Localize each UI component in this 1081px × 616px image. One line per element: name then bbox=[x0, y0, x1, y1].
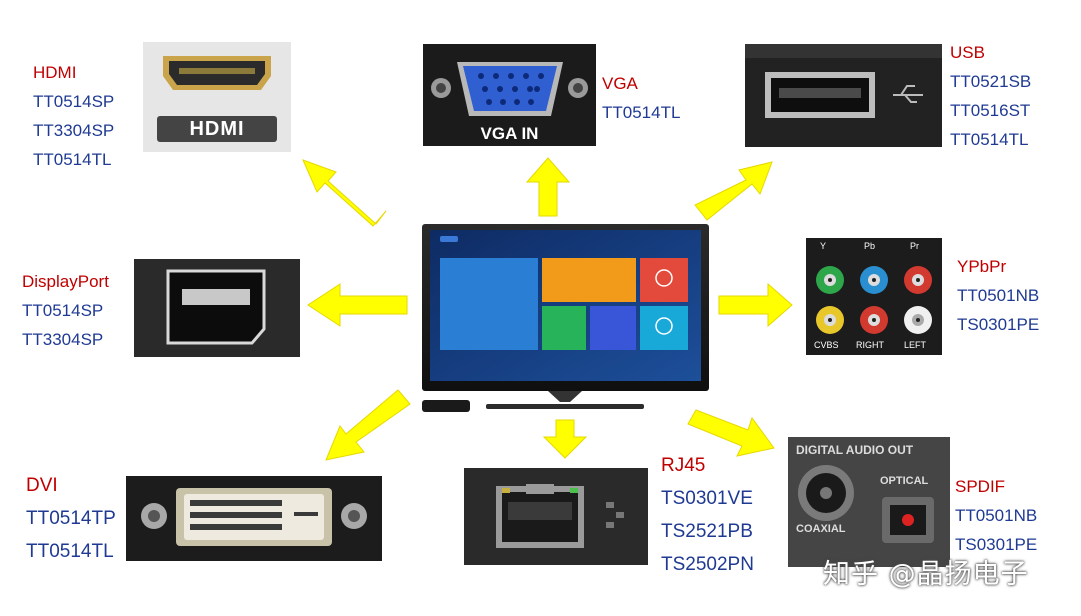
spdif-title: SPDIF bbox=[955, 477, 1006, 496]
displayport-part-1: TT0514SP bbox=[22, 301, 104, 320]
ypbpr-part-2: TS0301PE bbox=[957, 315, 1040, 334]
rj45-part-1: TS0301VE bbox=[661, 488, 753, 509]
displayport-port-image bbox=[134, 259, 300, 357]
arrow-to-hdmi bbox=[302, 159, 387, 227]
ypbpr-jack-cvbs: CVBS bbox=[814, 340, 839, 350]
spdif-plate-optical: OPTICAL bbox=[880, 475, 929, 487]
vga-part-1: TT0514TL bbox=[602, 103, 681, 122]
arrow-to-spdif bbox=[687, 409, 775, 457]
usb-title: USB bbox=[950, 43, 985, 62]
ypbpr-jack-right: RIGHT bbox=[856, 340, 884, 350]
dvi-port-image bbox=[126, 476, 382, 561]
arrow-to-ypbpr bbox=[718, 282, 793, 328]
dvi-title: DVI bbox=[26, 475, 58, 496]
dvi-part-1: TT0514TP bbox=[26, 508, 116, 529]
hdmi-part-1: TT0514SP bbox=[33, 92, 115, 111]
hdmi-label: HDMI TT0514SP TT3304SP TT0514TL bbox=[33, 58, 114, 174]
watermark: 知乎 @晶扬电子 bbox=[823, 559, 1029, 590]
tv-image bbox=[420, 222, 712, 418]
displayport-label: DisplayPort TT0514SP TT3304SP bbox=[22, 267, 109, 354]
hdmi-part-3: TT0514TL bbox=[33, 150, 112, 169]
dvi-label: DVI TT0514TP TT0514TL bbox=[26, 469, 116, 568]
rj45-label: RJ45 TS0301VE TS2521PB TS2502PN bbox=[661, 449, 754, 581]
ypbpr-jack-pb: Pb bbox=[864, 241, 876, 251]
rj45-port-image bbox=[464, 468, 648, 565]
hdmi-title: HDMI bbox=[33, 63, 77, 82]
hdmi-port-image: HDMI bbox=[143, 42, 291, 152]
ypbpr-jack-left: LEFT bbox=[904, 340, 927, 350]
spdif-label: SPDIF TT0501NB TS0301PE bbox=[955, 472, 1037, 559]
usb-port-image bbox=[745, 44, 942, 147]
spdif-port-image: DIGITAL AUDIO OUT OPTICAL COAXIAL bbox=[788, 437, 950, 567]
hdmi-plate-label: HDMI bbox=[189, 118, 245, 140]
ypbpr-label: YPbPr TT0501NB TS0301PE bbox=[957, 252, 1039, 339]
usb-label: USB TT0521SB TT0516ST TT0514TL bbox=[950, 38, 1031, 154]
arrow-to-rj45 bbox=[542, 419, 588, 459]
hdmi-part-2: TT3304SP bbox=[33, 121, 115, 140]
vga-port-image: VGA IN bbox=[423, 44, 596, 146]
spdif-plate-top: DIGITAL AUDIO OUT bbox=[796, 443, 914, 457]
displayport-part-2: TT3304SP bbox=[22, 330, 104, 349]
rj45-part-2: TS2521PB bbox=[661, 521, 753, 542]
dvi-part-2: TT0514TL bbox=[26, 541, 114, 562]
rj45-part-3: TS2502PN bbox=[661, 554, 754, 575]
vga-label: VGA TT0514TL bbox=[602, 69, 680, 127]
usb-part-3: TT0514TL bbox=[950, 130, 1029, 149]
ypbpr-jack-y: Y bbox=[820, 241, 827, 251]
vga-plate-label: VGA IN bbox=[480, 124, 539, 143]
spdif-part-2: TS0301PE bbox=[955, 535, 1038, 554]
arrow-to-dvi bbox=[325, 389, 411, 461]
spdif-plate-coaxial: COAXIAL bbox=[796, 523, 846, 535]
usb-part-2: TT0516ST bbox=[950, 101, 1031, 120]
arrow-to-usb bbox=[694, 161, 773, 221]
arrow-to-displayport bbox=[307, 283, 408, 327]
ypbpr-title: YPbPr bbox=[957, 257, 1007, 276]
displayport-title: DisplayPort bbox=[22, 272, 109, 291]
rj45-title: RJ45 bbox=[661, 455, 706, 476]
spdif-part-1: TT0501NB bbox=[955, 506, 1038, 525]
ypbpr-jack-pr: Pr bbox=[910, 241, 919, 251]
ypbpr-part-1: TT0501NB bbox=[957, 286, 1040, 305]
vga-title: VGA bbox=[602, 74, 638, 93]
usb-part-1: TT0521SB bbox=[950, 72, 1032, 91]
arrow-to-vga bbox=[525, 157, 571, 217]
ypbpr-port-image: Y Pb Pr CVBS RIGHT LEFT bbox=[806, 238, 942, 355]
